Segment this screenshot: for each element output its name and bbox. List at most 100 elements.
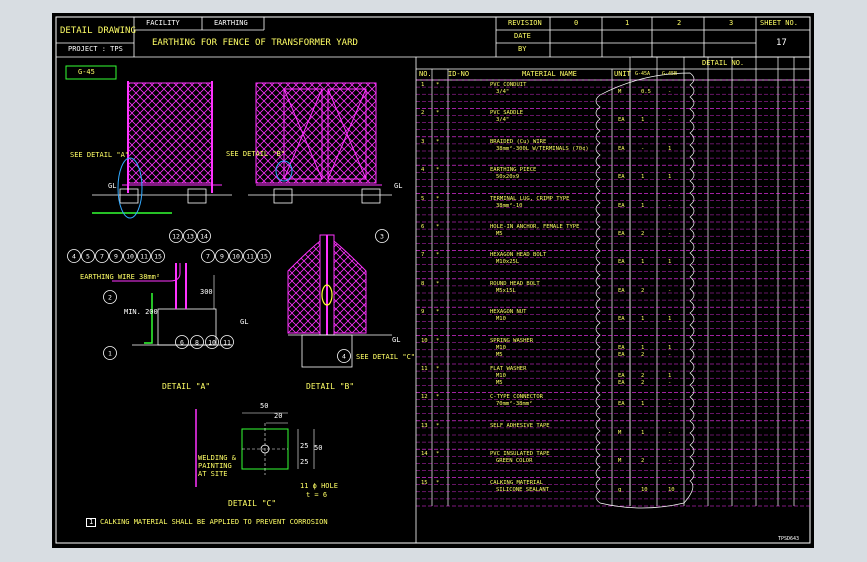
row-id: * [436,394,440,401]
row-unit: EA [618,145,625,152]
row-no: 13 [421,422,428,429]
row-no: 5 [421,195,425,202]
row-spec: 3/4" [496,89,510,95]
gate-panel-b [248,82,392,204]
row-id: * [436,451,440,458]
row-id: * [436,337,440,344]
callout-mid-1: 8 [195,339,199,347]
date-label: DATE [514,32,531,40]
see-detail-b-label: SEE DETAIL "B" [226,150,286,158]
row-id: * [436,479,440,486]
row-unit: M [618,429,622,436]
callout-3: 3 [380,233,384,241]
row-qty-a: 1 [641,401,645,408]
reference-code: TPSD643 [778,536,800,542]
row-qty-a: 1 [641,202,645,209]
callout-top-2-circle [197,229,211,243]
row-qty-b: 1 [668,316,672,323]
gl-label-2: GL [394,182,403,190]
drawing-title: EARTHING FOR FENCE OF TRANSFORMER YARD [152,38,358,48]
row-name: C-TYPE CONNECTOR [490,394,543,401]
row-qty-b: - [668,401,672,408]
thickness-note: t = 6 [306,491,328,499]
callout-top-0-circle [169,229,183,243]
row-spec: M10 [496,373,506,379]
row-name: PVC CONDUIT [490,82,527,88]
dim-20: 20 [274,412,283,420]
callout-2: 2 [108,294,112,302]
project-name: PROJECT : TPS [68,45,123,53]
row-unit: EA [618,231,625,237]
row-unit: M [618,458,622,465]
col-id-header: ID-NO [448,70,470,78]
row-name: SPRING WASHER [490,337,534,344]
row-name: PVC SADDLE [490,110,524,117]
hole-note: 11 ϕ HOLE [300,482,338,490]
row-qty-b: - [668,351,672,358]
row-qty-b: - [668,380,672,386]
row-spec: 38mm²-10 [496,202,523,209]
callout-3-circle [375,229,389,243]
row-qty-b: - [668,117,672,124]
row-name: FLAT WASHER [490,366,527,372]
callout-a-0: 4 [72,253,76,261]
row-qty-b: - [668,231,672,237]
callout-b-0: 7 [206,253,210,261]
callout-mid-0-circle [175,335,189,349]
row-id: * [436,224,440,230]
row-qty-a: 1 [641,344,645,351]
row-spec: M10 [496,316,506,323]
welding-note-2: PAINTING [198,462,232,470]
callout-4-circle [337,349,351,363]
facility-value: EARTHING [214,19,248,27]
callout-b-1: 9 [220,253,224,261]
revision-3: 3 [729,19,734,27]
dim-50-side: 50 [314,444,323,452]
revision-cloud [595,72,695,509]
row-name: HEXAGON NUT [490,309,527,316]
callout-mid-2-circle [205,335,219,349]
row-qty-b: 1 [668,373,672,379]
revision-label: REVISION [508,19,542,27]
col-detail-header: DETAIL NO. [702,59,745,67]
welding-note-3: AT SITE [198,470,228,478]
row-name: HOLE-IN ANCHOR, FEMALE TYPE [490,224,580,230]
sheet-label: SHEET NO. [760,19,798,27]
callout-b-4: 15 [260,253,268,261]
col-g45a-header: G-45A [635,71,651,77]
row-qty-b: - [668,89,672,95]
row-qty-b: 1 [668,145,672,152]
row-qty-a: 0.5 [641,89,651,95]
doc-type: DETAIL DRAWING [60,26,136,36]
callout-a-2: 7 [100,253,104,261]
drawing-tag: G-45 [78,68,95,76]
row-qty-a: - [641,145,645,152]
callout-a-5-circle [137,249,151,263]
row-unit: EA [618,373,625,379]
detail-a-drawing [112,263,232,346]
general-note: CALKING MATERIAL SHALL BE APPLIED TO PRE… [100,518,328,526]
row-id: * [436,422,440,429]
callout-a-6-circle [151,249,165,263]
callout-1-circle [103,346,117,360]
row-qty-b: 1 [668,174,672,181]
row-unit: M [618,89,622,95]
row-id: * [436,167,440,174]
callout-b-3: 11 [246,253,254,261]
callout-a-4-circle [123,249,137,263]
col-g45b-header: G-45B [662,71,678,77]
dim-50-top: 50 [260,402,269,410]
gl-label-1: GL [108,182,117,190]
callout-a-1: 5 [86,253,90,261]
row-qty-b: - [668,458,672,465]
row-no: 7 [421,252,425,259]
col-name-header: MATERIAL NAME [522,70,577,78]
detail-c-drawing [195,409,315,487]
row-unit: EA [618,259,625,266]
row-unit: EA [618,287,625,294]
detail-b-marker [275,160,293,182]
dim-25b: 25 [300,442,309,450]
callout-a-0-circle [67,249,81,263]
